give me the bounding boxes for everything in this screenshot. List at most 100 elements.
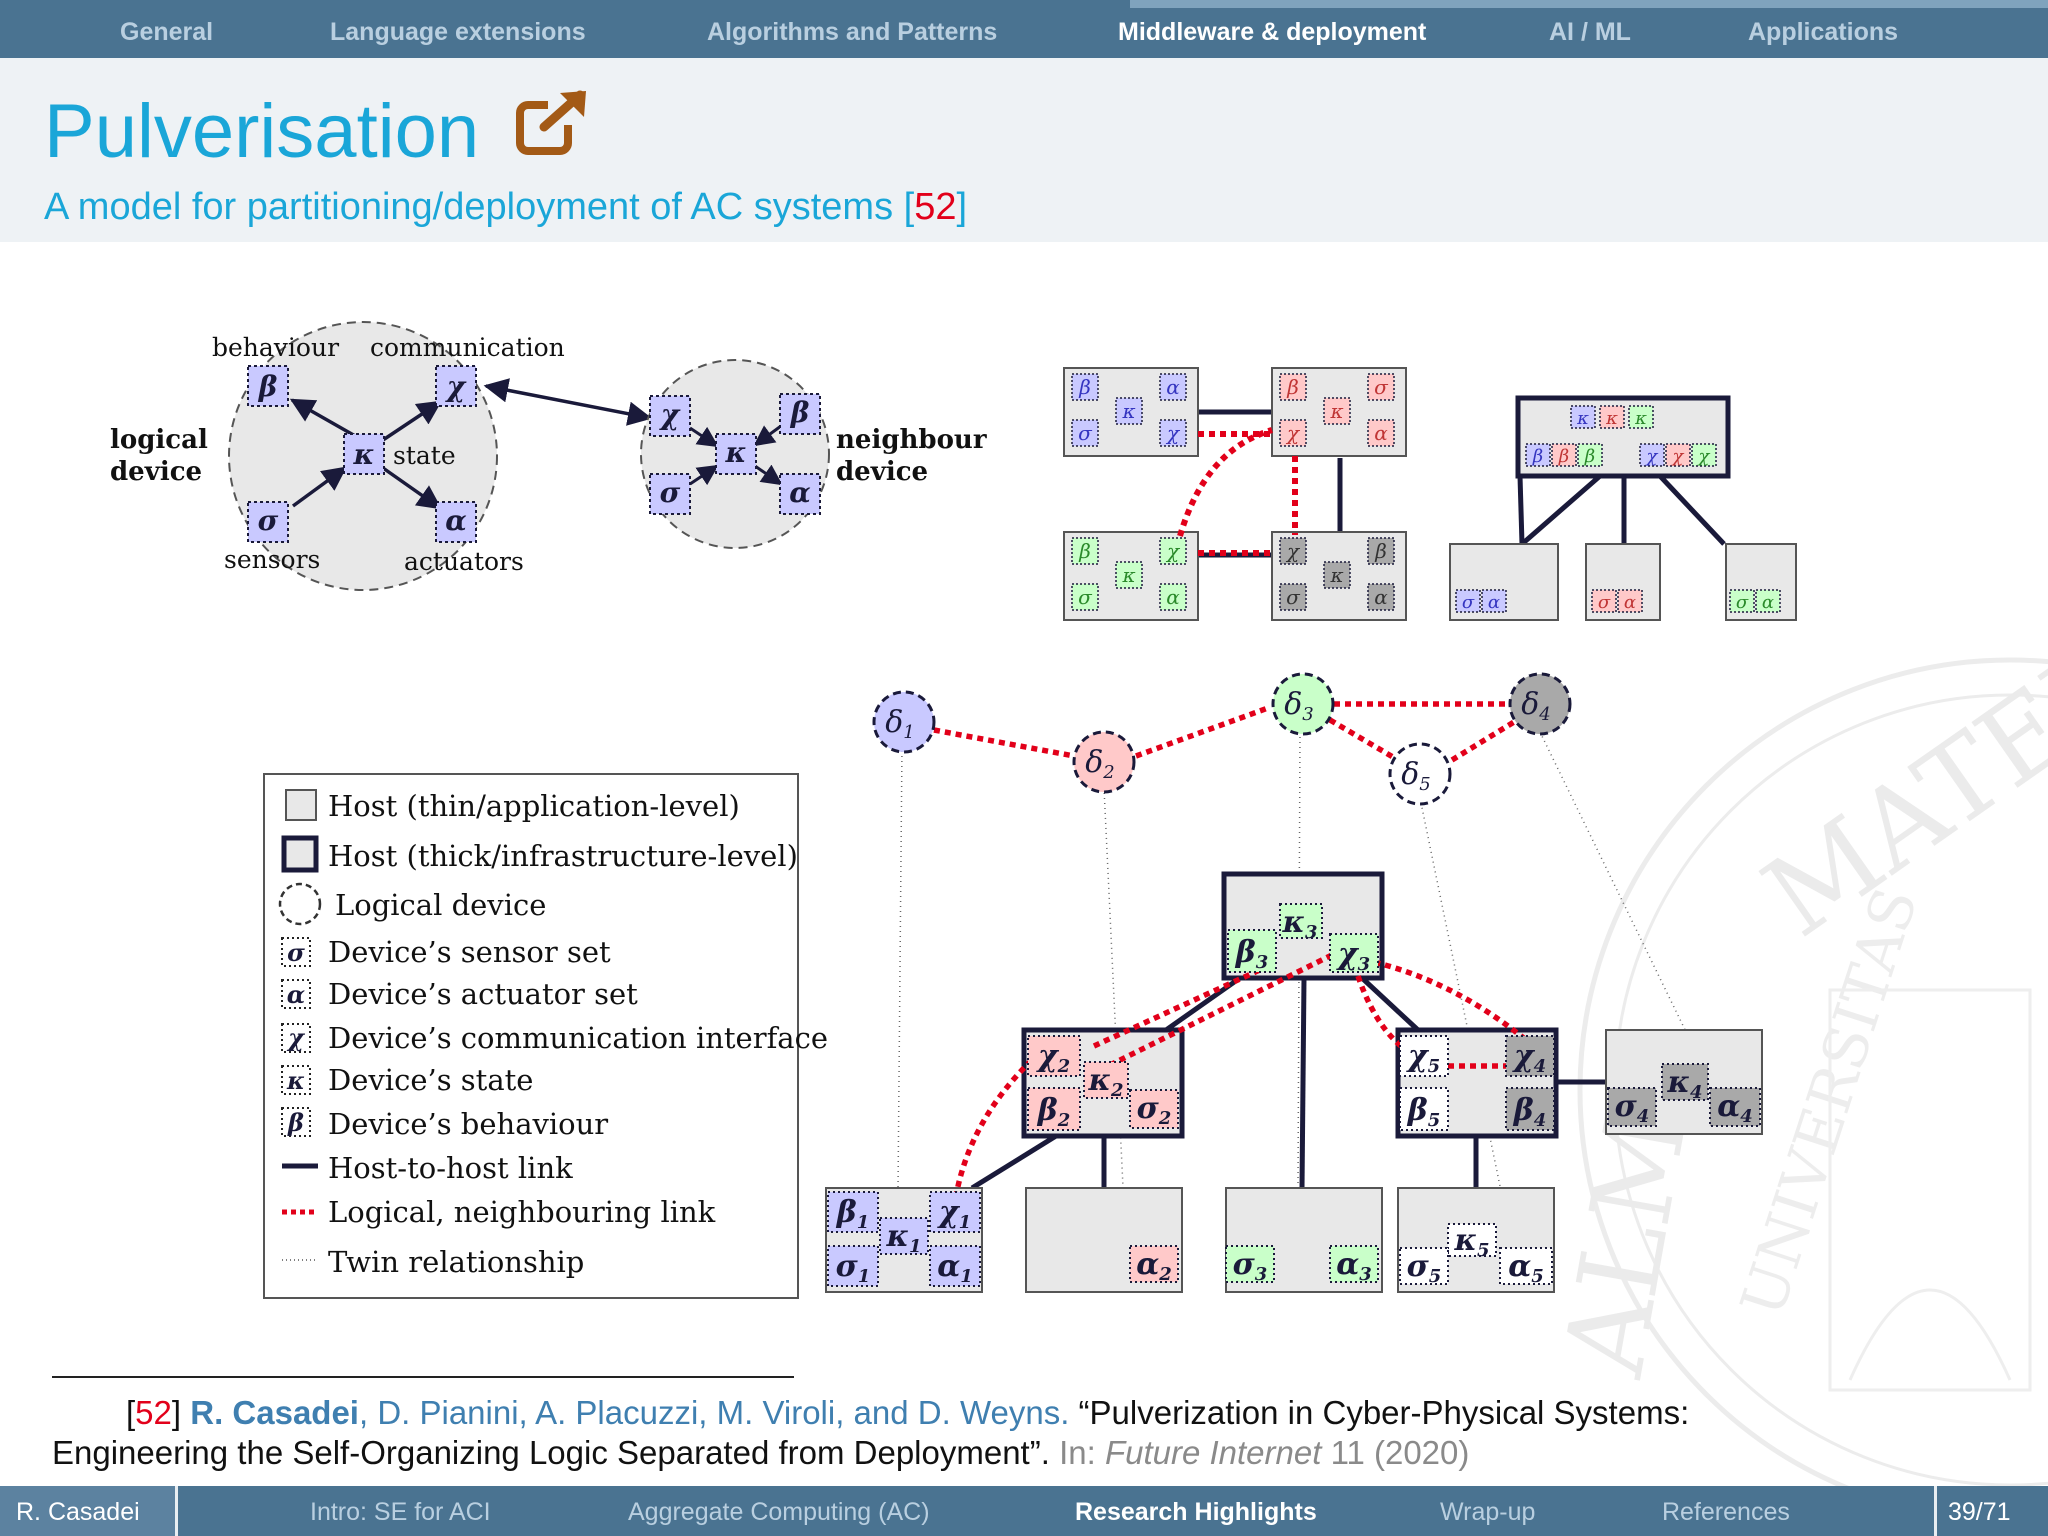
component-labels: behaviour communication state sensors ac… [212,333,565,576]
svg-text:χ: χ [1697,446,1711,467]
svg-text:β: β [1078,539,1091,563]
legend-swatch-behaviour [281,1107,311,1137]
logical-device-label-line1: logical [110,425,208,455]
svg-text:κ: κ [353,438,375,471]
footer-section-intro[interactable]: Intro: SE for ACI [310,1498,491,1526]
svg-text:κ: κ [1576,408,1589,429]
svg-text:β: β [287,1108,304,1137]
svg-text:σ: σ [258,504,279,537]
tab-general[interactable]: General [120,18,214,46]
reference-author-main: R. Casadei [190,1394,359,1431]
legend-swatch-actuator [281,979,311,1009]
label-actuators: actuators [404,547,524,576]
legend-item-thin-host: Host (thin/application-level) [328,789,740,823]
tab-ai-ml[interactable]: AI / ML [1549,18,1631,46]
subtitle-bracket: ] [956,186,968,228]
bottom-nav-bar: R. Casadei Intro: SE for ACI Aggregate C… [0,1486,2048,1536]
svg-text:κ4: κ4 [1666,1065,1702,1103]
legend-swatch-thin-host [285,789,317,821]
svg-text:β: β [790,396,810,429]
svg-text:σ: σ [660,476,681,509]
legend-item-twin: Twin relationship [328,1245,584,1279]
tab-algorithms-patterns[interactable]: Algorithms and Patterns [707,18,998,46]
svg-text:α: α [1488,592,1500,613]
page-subtitle: A model for partitioning/deployment of A… [44,186,967,229]
svg-text:β3: β3 [1235,935,1268,973]
page-title: Pulverisation [44,88,591,175]
label-sensors: sensors [224,545,320,574]
footer-section-aggregate-computing[interactable]: Aggregate Computing (AC) [628,1498,930,1526]
svg-text:α: α [287,980,305,1009]
svg-text:α: α [1374,585,1388,609]
nav-highlight [1130,0,2048,8]
svg-text:α: α [1374,421,1388,445]
legend-swatch-comm [281,1023,311,1053]
legend-item-behaviour: Device’s behaviour [328,1107,608,1141]
reference-title-part1: “Pulverization in Cyber-Physical Systems… [1078,1394,1690,1431]
svg-text:σ: σ [1598,592,1611,613]
external-link-icon[interactable] [514,89,591,159]
label-communication: communication [370,333,565,362]
svg-text:σ: σ [1078,585,1093,609]
footer-section-research-highlights[interactable]: Research Highlights [1075,1498,1317,1526]
svg-text:σ: σ [1462,592,1475,613]
subtitle-citation-link[interactable]: 52 [914,186,957,228]
neighbour-device-label-line2: device [836,457,928,487]
svg-text:β: β [1584,446,1595,467]
logical-device-cluster: β χ κ σ α behaviour communication state sen… [110,321,653,591]
footer-section-wrap-up[interactable]: Wrap-up [1440,1498,1536,1526]
legend-item-neighbour-link: Logical, neighbouring link [328,1195,716,1229]
svg-text:κ: κ [1329,563,1343,587]
svg-text:κ: κ [1634,408,1647,429]
legend-item-host-link: Host-to-host link [328,1151,573,1185]
footer-page-number: 39/71 [1948,1498,2011,1526]
reference-authors: , D. Pianini, A. Placuzzi, M. Viroli, an… [358,1394,1070,1431]
legend-swatch-thick-host [281,835,319,873]
svg-text:σ: σ [1374,375,1389,399]
reference-line-1: [52] R. Casadei, D. Pianini, A. Placuzzi… [126,1394,1690,1431]
top-nav-bar: General Language extensions Algorithms a… [0,0,2048,58]
footer-separator-right [1934,1486,1937,1536]
legend-item-state: Device’s state [328,1063,533,1097]
legend-item-sensor-set: Device’s sensor set [328,935,611,969]
logical-device-label: logical device [110,425,208,487]
title-band [0,58,2048,242]
svg-text:χ: χ [1165,421,1181,445]
legend-swatch-sensor [281,937,311,967]
svg-text:α: α [1624,592,1636,613]
reference-title-part2: Engineering the Self-Organizing Logic Se… [52,1434,1050,1471]
svg-text:κ: κ [286,1066,305,1095]
svg-text:χ: χ [445,370,467,403]
svg-text:σ: σ [1286,585,1301,609]
logical-device-label-line2: device [110,457,202,487]
svg-text:α: α [445,504,467,537]
svg-text:κ: κ [1329,399,1343,423]
svg-text:β: β [258,370,278,403]
svg-text:δ2: δ2 [1085,745,1115,783]
neighbour-device-label: neighbour device [836,425,987,487]
svg-text:σ: σ [1078,421,1093,445]
legend-item-actuator-set: Device’s actuator set [328,977,638,1011]
svg-text:σ: σ [1736,592,1749,613]
tab-applications[interactable]: Applications [1748,18,1899,46]
label-behaviour: behaviour [212,333,339,362]
svg-text:β: β [1286,375,1299,399]
footer-author: R. Casadei [16,1498,140,1526]
tab-language-extensions[interactable]: Language extensions [330,18,586,46]
reference-volume-year: 11 (2020) [1330,1434,1470,1471]
svg-text:χ: χ [286,1023,305,1052]
footnote-rule [52,1376,794,1378]
svg-text:σ4: σ4 [1615,1089,1650,1127]
svg-text:κ: κ [725,436,747,469]
author-box [0,1486,175,1536]
tab-middleware-deployment[interactable]: Middleware & deployment [1118,18,1427,46]
svg-text:β: β [1374,539,1387,563]
subtitle-text: A model for partitioning/deployment of A… [44,186,915,228]
reference-number[interactable]: 52 [135,1394,172,1431]
footer-section-references[interactable]: References [1662,1498,1790,1526]
